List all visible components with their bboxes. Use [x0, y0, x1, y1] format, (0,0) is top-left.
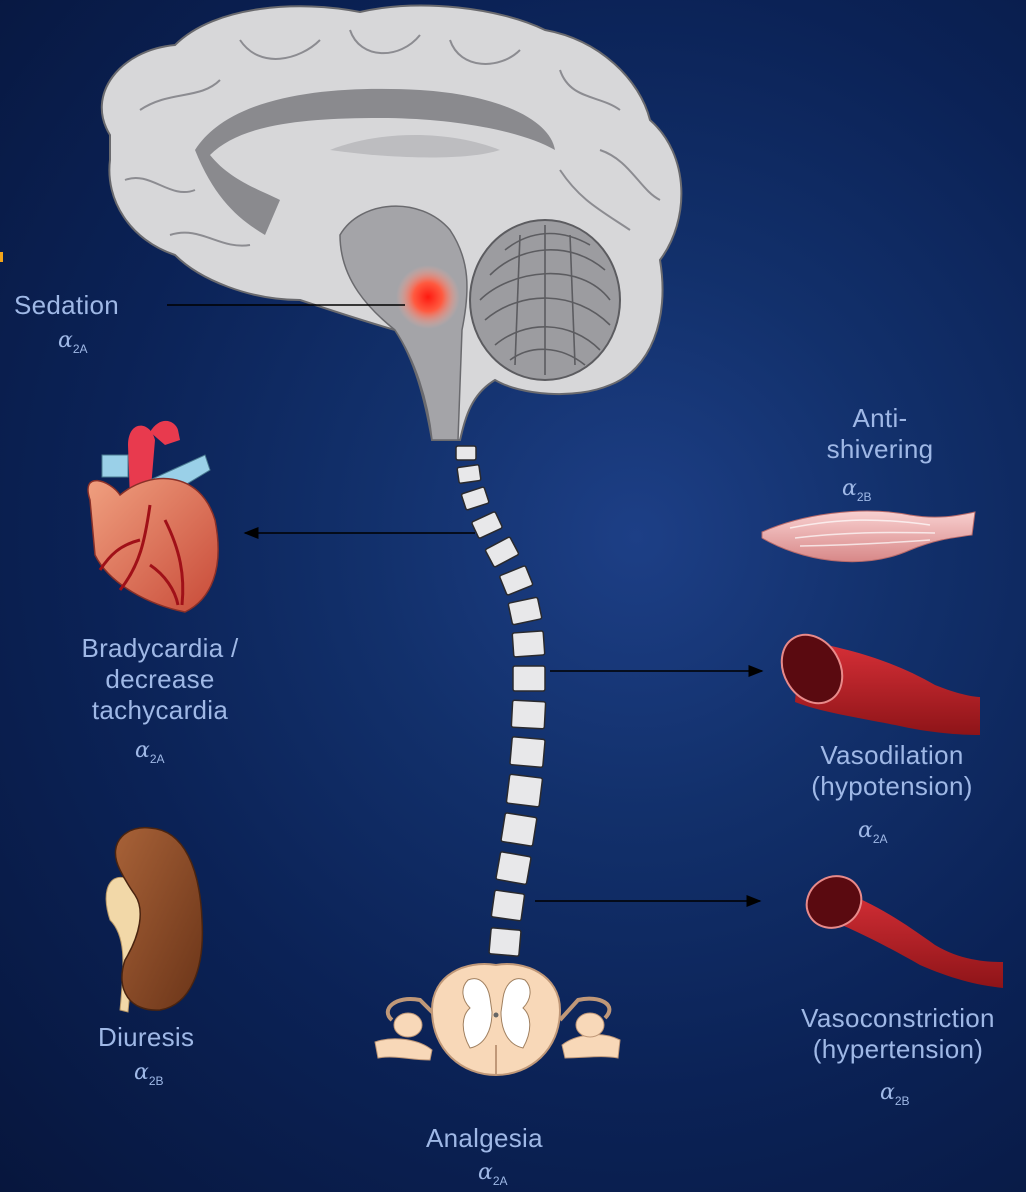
antishivering-receptor: α2B [842, 476, 872, 504]
vasodilation-receptor: α2A [858, 818, 888, 846]
sedation-label: Sedation [14, 290, 119, 321]
spinal-column-icon [456, 446, 546, 956]
diuresis-label: Diuresis [98, 1022, 194, 1053]
cerebellum [470, 220, 620, 380]
spinal-cord-cross-section-icon [375, 964, 620, 1075]
vasodilation-label: Vasodilation (hypotension) [772, 740, 1012, 802]
locus-coeruleus-highlight [396, 265, 460, 329]
sedation-receptor: α2A [58, 328, 88, 356]
vasoconstriction-label: Vasoconstriction (hypertension) [772, 1003, 1024, 1065]
vasoconstriction-receptor: α2B [880, 1080, 910, 1108]
antishivering-label: Anti- shivering [810, 403, 950, 465]
brain-icon [102, 6, 682, 440]
diuresis-receptor: α2B [134, 1060, 164, 1088]
muscle-icon [762, 511, 975, 562]
bradycardia-receptor: α2A [135, 738, 165, 766]
edge-mark [0, 252, 3, 262]
analgesia-receptor: α2A [478, 1160, 508, 1188]
analgesia-label: Analgesia [426, 1123, 543, 1154]
heart-icon [88, 421, 218, 612]
dilated-vessel-icon [770, 624, 980, 735]
kidney-icon [106, 828, 202, 1012]
constricted-vessel-icon [797, 866, 1003, 988]
bradycardia-label: Bradycardia / decrease tachycardia [40, 633, 280, 726]
